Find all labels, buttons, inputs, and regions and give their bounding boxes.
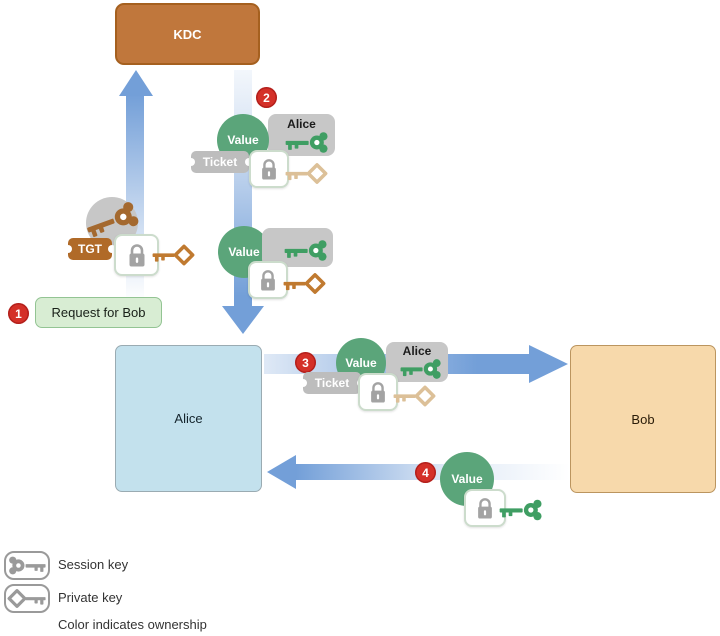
ticket-lock-step3 bbox=[358, 373, 398, 411]
arrow-bob-to-alice-head bbox=[267, 455, 296, 489]
step-1-number: 1 bbox=[15, 306, 22, 321]
legend-ownership-note: Color indicates ownership bbox=[58, 617, 207, 632]
step-2-number: 2 bbox=[263, 90, 270, 105]
alice-private-key-icon bbox=[282, 273, 326, 294]
ticket-tag-step2: Ticket bbox=[187, 151, 253, 173]
ticket-label: Ticket bbox=[202, 155, 238, 169]
value-label: Value bbox=[451, 472, 483, 486]
session-key-icon bbox=[499, 499, 542, 521]
lock-icon bbox=[476, 498, 494, 520]
legend-private-key-box bbox=[4, 584, 50, 613]
arrow-alice-to-kdc-head bbox=[119, 70, 153, 96]
step-2-badge: 2 bbox=[256, 87, 277, 108]
private-key-icon bbox=[7, 589, 47, 608]
kdc-box: KDC bbox=[115, 3, 260, 65]
lock-icon bbox=[369, 382, 387, 404]
kdc-label: KDC bbox=[173, 26, 202, 42]
bob-box: Bob bbox=[570, 345, 716, 493]
legend-session-key-box bbox=[4, 551, 50, 580]
lock-icon bbox=[127, 244, 146, 268]
alice-session-tag: Alice bbox=[268, 114, 335, 156]
value-lock-mid bbox=[248, 261, 288, 299]
step-1-badge: 1 bbox=[8, 303, 29, 324]
tgt-lock bbox=[114, 234, 159, 276]
alice-label: Alice bbox=[174, 411, 203, 426]
request-for-bob-box: Request for Bob bbox=[35, 297, 162, 328]
step-4-badge: 4 bbox=[415, 462, 436, 483]
step-3-badge: 3 bbox=[295, 352, 316, 373]
lock-icon bbox=[260, 159, 278, 181]
arrow-alice-to-bob-head bbox=[529, 345, 568, 383]
lock-icon bbox=[259, 270, 277, 292]
value-label: Value bbox=[345, 356, 377, 370]
value-label: Value bbox=[227, 133, 259, 147]
ticket-tag-step3: Ticket bbox=[299, 372, 365, 394]
value-label: Value bbox=[228, 245, 260, 259]
session-key-icon bbox=[9, 556, 46, 575]
arrow-kdc-to-alice-head bbox=[222, 306, 264, 334]
session-key-icon bbox=[400, 359, 441, 379]
ticket-lock-step2 bbox=[249, 150, 289, 188]
bob-private-key-icon bbox=[392, 385, 436, 407]
session-key-icon bbox=[285, 132, 328, 153]
tgt-label: TGT bbox=[78, 242, 102, 256]
legend-session-key-label: Session key bbox=[58, 557, 129, 572]
alice-box: Alice bbox=[115, 345, 262, 492]
alice-session-tag-step3: Alice bbox=[386, 342, 448, 382]
legend-private-key-label: Private key bbox=[58, 590, 123, 605]
request-label: Request for Bob bbox=[51, 305, 146, 320]
alice-private-key-icon bbox=[151, 244, 195, 266]
value-lock-step4 bbox=[464, 489, 506, 527]
step-3-number: 3 bbox=[302, 355, 309, 370]
session-key-icon bbox=[284, 240, 327, 261]
step-4-number: 4 bbox=[422, 465, 429, 480]
alice-tag-label: Alice bbox=[287, 117, 316, 131]
session-key-tag-mid bbox=[262, 228, 333, 267]
tgt-tag: TGT bbox=[64, 238, 116, 260]
alice-tag-label: Alice bbox=[402, 344, 432, 358]
bob-label: Bob bbox=[631, 411, 655, 427]
bob-private-key-icon bbox=[284, 163, 328, 184]
ticket-label: Ticket bbox=[314, 376, 350, 390]
